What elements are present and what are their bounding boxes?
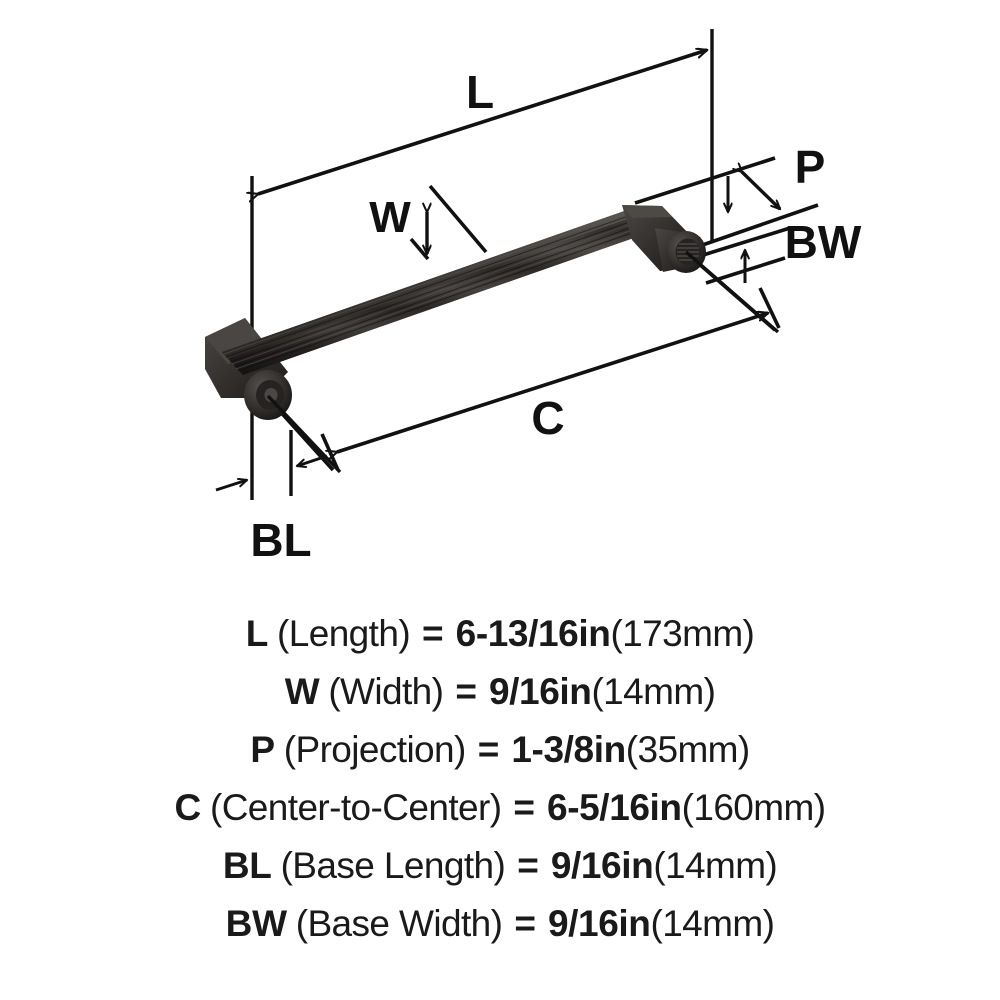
spec-name: (Projection) <box>283 728 467 770</box>
projection-dimension: P <box>728 141 825 212</box>
c-dimension-label: C <box>531 392 564 444</box>
length-dimension: L <box>258 50 707 194</box>
spec-symbol: BL <box>222 844 272 886</box>
c-dimension-line <box>337 313 768 452</box>
spec-equals: = <box>517 844 539 886</box>
spec-name: (Width) <box>328 670 444 712</box>
spec-imperial-value: 1-3/8in <box>511 728 626 770</box>
handle-grip-flutes <box>225 213 647 372</box>
spec-imperial-value: 9/16in <box>550 844 654 886</box>
spec-row-center-to-center: C (Center-to-Center) = 6-5/16in (160mm) <box>0 778 1000 836</box>
spec-equals: = <box>477 728 500 770</box>
spec-equals: = <box>514 902 536 944</box>
spec-row-base-width: BW (Base Width) = 9/16in (14mm) <box>0 894 1000 952</box>
spec-equals: = <box>455 670 477 712</box>
w-dimension-label: W <box>369 193 411 242</box>
spec-row-width: W (Width) = 9/16in (14mm) <box>0 662 1000 720</box>
l-dimension-label: L <box>466 66 494 118</box>
center-to-center-dimension: C <box>337 313 768 452</box>
spec-metric-value: (35mm) <box>625 728 750 770</box>
spec-equals: = <box>513 786 536 828</box>
p-dimension-line <box>742 172 782 211</box>
spec-imperial-value: 6-5/16in <box>547 786 682 828</box>
spec-equals: = <box>422 612 444 654</box>
spec-imperial-value: 9/16in <box>488 670 592 712</box>
post-screw-leaders <box>266 250 780 474</box>
l-dimension-line <box>258 50 707 194</box>
width-dimension: W <box>369 193 427 254</box>
technical-drawing: L W P BW C <box>205 29 862 566</box>
p-dimension-label: P <box>795 141 826 193</box>
spec-name: (Center-to-Center) <box>209 786 502 828</box>
extension-line-w-lower <box>409 237 430 261</box>
right-post-screw-line <box>684 250 780 334</box>
bl-arrow-right <box>297 454 328 466</box>
spec-symbol: W <box>284 670 320 712</box>
spec-symbol: P <box>250 728 275 770</box>
spec-metric-value: (160mm) <box>681 786 826 828</box>
extension-line-c-right-tick <box>758 287 781 329</box>
spec-name: (Base Length) <box>280 844 506 886</box>
bl-dimension-label: BL <box>250 514 311 566</box>
spec-row-base-length: BL (Base Length) = 9/16in (14mm) <box>0 836 1000 894</box>
base-width-dimension: BW <box>745 216 862 283</box>
extension-line-bw-upper <box>699 226 791 258</box>
dimension-spec-list: L (Length) = 6-13/16in (173mm) W (Width)… <box>0 604 1000 1000</box>
spec-metric-value: (173mm) <box>610 612 755 654</box>
spec-metric-value: (14mm) <box>650 902 775 944</box>
spec-metric-value: (14mm) <box>591 670 716 712</box>
spec-row-length: L (Length) = 6-13/16in (173mm) <box>0 604 1000 662</box>
extension-line-p-lower <box>690 203 819 251</box>
handle-grip-bar-top-face <box>222 209 636 359</box>
bl-arrow-left <box>215 480 247 492</box>
spec-name: (Length) <box>277 612 411 654</box>
base-length-dimension: BL <box>215 454 328 566</box>
spec-symbol: C <box>174 786 202 828</box>
extension-line-w-upper <box>428 184 488 254</box>
handle-right-elbow-top-face <box>622 205 672 218</box>
pull-handle-product <box>205 205 706 420</box>
spec-symbol: L <box>245 612 269 654</box>
handle-left-post-bore <box>264 388 278 402</box>
spec-metric-value: (14mm) <box>653 844 778 886</box>
spec-symbol: BW <box>225 902 287 944</box>
left-post-screw-line <box>266 394 342 474</box>
handle-grip-highlights <box>223 210 645 370</box>
bw-dimension-label: BW <box>785 216 862 268</box>
spec-row-projection: P (Projection) = 1-3/8in (35mm) <box>0 720 1000 778</box>
extension-line-p-upper <box>634 156 776 205</box>
spec-imperial-value: 6-13/16in <box>455 612 611 654</box>
spec-imperial-value: 9/16in <box>547 902 651 944</box>
spec-name: (Base Width) <box>295 902 503 944</box>
